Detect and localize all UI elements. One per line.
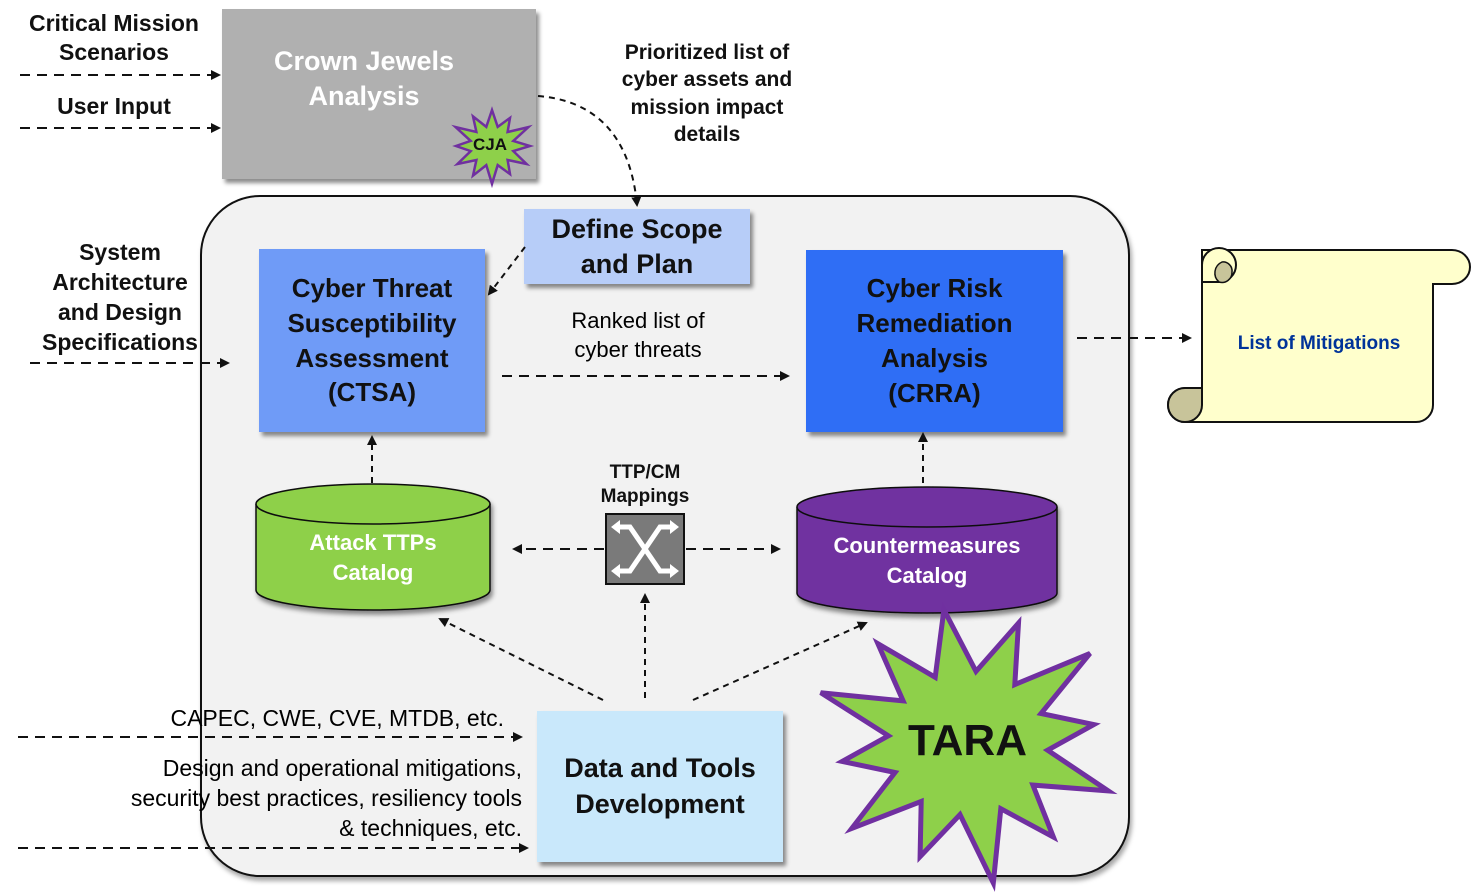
- label-prioritized-list: Prioritized list of cyber assets and mis…: [621, 41, 793, 146]
- tara-star: [819, 601, 1118, 892]
- attack-ttps-label: Attack TTPs Catalog: [309, 530, 437, 585]
- define-scope-label: Define Scope and Plan: [551, 213, 723, 279]
- arrow-cja-to-scope: [537, 95, 642, 207]
- define-scope-box[interactable]: Define Scope and Plan: [524, 209, 750, 284]
- arrow-dtd-to-cm: [692, 621, 868, 701]
- countermeasures-label: Countermeasures Catalog: [833, 533, 1021, 588]
- crown-jewels-analysis-box[interactable]: Crown Jewels Analysis: [222, 9, 536, 179]
- ttp-cm-mapping-switch-icon[interactable]: [605, 513, 685, 585]
- cja-badge-label: CJA: [472, 135, 507, 154]
- cja-star-badge: [451, 106, 535, 189]
- data-tools-development-box[interactable]: Data and Tools Development: [537, 711, 783, 862]
- mitigations-scroll[interactable]: [1167, 247, 1471, 423]
- ctsa-label: Cyber Threat Susceptibility Assessment (…: [287, 272, 457, 408]
- label-user-input: User Input: [57, 93, 171, 119]
- arrow-scope-to-ctsa: [487, 246, 526, 296]
- label-capec-sources: CAPEC, CWE, CVE, MTDB, etc.: [170, 705, 504, 731]
- crra-box[interactable]: Cyber Risk Remediation Analysis (CRRA): [806, 250, 1063, 432]
- label-design-mitigations: Design and operational mitigations, secu…: [130, 755, 522, 841]
- countermeasures-catalog-cylinder[interactable]: [796, 486, 1058, 614]
- label-critical-mission-scenarios: Critical Mission Scenarios: [29, 10, 199, 65]
- attack-ttps-catalog-cylinder[interactable]: [255, 483, 491, 611]
- crra-label: Cyber Risk Remediation Analysis (CRRA): [856, 273, 1013, 408]
- tara-label: TARA: [908, 716, 1027, 765]
- arrow-dtd-to-ttps: [438, 618, 604, 701]
- label-ranked-list: Ranked list of cyber threats: [571, 308, 705, 363]
- ttp-cm-mapping-label: TTP/CM Mappings: [600, 462, 690, 508]
- crown-jewels-analysis-label: Crown Jewels Analysis: [273, 45, 455, 111]
- ctsa-box[interactable]: Cyber Threat Susceptibility Assessment (…: [259, 249, 485, 432]
- label-system-architecture: System Architecture and Design Specifica…: [42, 239, 198, 355]
- data-tools-development-label: Data and Tools Development: [564, 753, 756, 819]
- mitigations-label: List of Mitigations: [1237, 333, 1401, 354]
